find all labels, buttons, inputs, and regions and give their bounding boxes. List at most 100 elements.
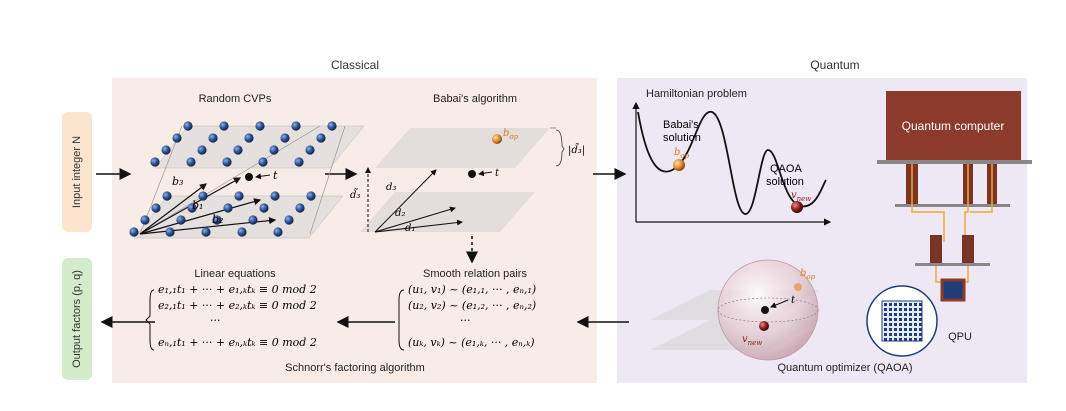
qpu-qubit: [919, 308, 922, 311]
qpu-qubit: [914, 318, 917, 321]
quantum-header: Quantum: [810, 58, 860, 72]
qpu-qubit: [919, 313, 922, 316]
qpu-qubit: [909, 308, 912, 311]
lattice-point: [186, 157, 196, 167]
classical-header: Classical: [330, 58, 379, 72]
qpu-qubit: [904, 308, 907, 311]
label-bop-ham: bop: [674, 147, 690, 160]
lattice-point: [150, 157, 160, 167]
lattice-point: [129, 227, 139, 237]
random-cvps-lattice: t b₃ b₁ b₂: [129, 121, 365, 239]
qpu-qubit: [894, 338, 897, 341]
schnorr-title: Schnorr's factoring algorithm: [285, 362, 425, 374]
lattice-point: [306, 191, 316, 201]
smooth-pairs: (u₁, v₁) ~ (e₁,₁, ··· , eₙ,₁) (u₂, v₂) ~…: [398, 283, 536, 351]
lattice-point: [222, 157, 232, 167]
hamiltonian-title: Hamiltonian problem: [646, 88, 747, 100]
hamiltonian-vnew-ball: [791, 201, 803, 213]
lattice-point: [294, 157, 304, 167]
label-t-sphere: t: [791, 295, 796, 306]
qaoa-optimizer: bop t vnew: [650, 259, 820, 361]
qpu-qubit: [914, 313, 917, 316]
babai-title: Babai's algorithm: [432, 93, 518, 105]
babai-solution-line2: solution: [663, 132, 701, 144]
qpu-qubit: [919, 318, 922, 321]
qpu-qubit: [894, 308, 897, 311]
lattice-point: [237, 227, 247, 237]
lattice-point: [212, 215, 222, 225]
qpu-qubit: [894, 323, 897, 326]
label-t-cvp: t: [273, 169, 278, 182]
qpu-qubit: [909, 313, 912, 316]
qpu-qubit: [914, 303, 917, 306]
qpu-qubit: [894, 303, 897, 306]
qpu-chip: [940, 278, 966, 302]
lattice-point: [172, 133, 182, 143]
qpu-qubit: [884, 308, 887, 311]
babai-target-point: [468, 170, 476, 178]
smooth-pair-2: (u₂, v₂) ~ (e₁,₂, ··· , eₙ,₂): [408, 299, 536, 312]
qpu-qubit: [894, 313, 897, 316]
qaoa-optimizer-title: Quantum optimizer (QAOA): [777, 362, 913, 374]
lattice-point: [284, 215, 294, 225]
label-b3: b₃: [172, 175, 183, 188]
qpu-qubit: [884, 323, 887, 326]
lattice-point: [270, 191, 280, 201]
babai-solution-line1: Babai's: [663, 119, 699, 131]
qpu-qubit: [889, 323, 892, 326]
output-factors-box: Output factors (p, q): [62, 258, 92, 380]
computer-box: [886, 91, 1021, 161]
qpu-label: QPU: [948, 331, 972, 343]
qpu-qubit: [899, 308, 902, 311]
hamiltonian-bop-ball: [673, 159, 685, 171]
target-point: [245, 173, 253, 181]
qpu-qubit: [884, 303, 887, 306]
lattice-point: [273, 227, 283, 237]
quantum-computer: Quantum computer: [866, 91, 1032, 357]
linear-eq-2: e₂,₁t₁ + ··· + e₂,ₖtₖ ≡ 0 mod 2: [158, 299, 317, 312]
qpu-qubit: [899, 333, 902, 336]
linear-equations-title: Linear equations: [194, 268, 276, 280]
qpu-qubit: [904, 338, 907, 341]
lattice-point: [162, 191, 172, 201]
qpu-qubit: [919, 303, 922, 306]
qpu-qubit: [919, 323, 922, 326]
smooth-pair-1: (u₁, v₁) ~ (e₁,₁, ··· , eₙ,₁): [408, 283, 536, 296]
qpu-qubit: [889, 333, 892, 336]
lattice-point: [280, 133, 290, 143]
lattice-point: [219, 121, 229, 131]
linear-equations: e₁,₁t₁ + ··· + e₁,ₖtₖ ≡ 0 mod 2 e₂,₁t₁ +…: [145, 283, 317, 351]
lattice-point: [295, 203, 305, 213]
hamiltonian-plot: bop vnew Babai's solution QAOA solution: [632, 101, 832, 226]
qpu-qubit: [894, 318, 897, 321]
qpu-qubit: [904, 323, 907, 326]
qpu-qubit: [884, 318, 887, 321]
lattice-point: [269, 145, 279, 155]
qpu-qubit: [909, 318, 912, 321]
lattice-point: [255, 121, 265, 131]
qaoa-solution-line1: QAOA: [770, 163, 802, 175]
qpu-qubit: [909, 333, 912, 336]
babai-diagram: |d̃₃| bop t d̃₃ d₃ d₂ d₁: [350, 127, 585, 234]
lattice-points: [129, 121, 337, 237]
qpu-qubit: [894, 333, 897, 336]
qpu-qubit: [899, 328, 902, 331]
qpu-qubit: [889, 338, 892, 341]
lattice-point: [258, 157, 268, 167]
qaoa-solution-line2: solution: [766, 176, 804, 188]
qpu-qubit: [889, 318, 892, 321]
qpu-qubit: [884, 328, 887, 331]
smooth-pair-dots: ···: [460, 314, 471, 327]
lattice-point: [259, 203, 269, 213]
label-d1: d₁: [405, 223, 415, 234]
qpu-qubit: [899, 303, 902, 306]
qpu-qubit: [889, 308, 892, 311]
qpu-qubit: [914, 328, 917, 331]
qpu-qubit: [899, 318, 902, 321]
qpu-qubit: [894, 328, 897, 331]
lattice-point: [201, 227, 211, 237]
smooth-pairs-title: Smooth relation pairs: [423, 268, 527, 280]
qpu-qubit: [904, 333, 907, 336]
qpu-qubit: [899, 338, 902, 341]
babai-bop-point: [492, 134, 502, 144]
